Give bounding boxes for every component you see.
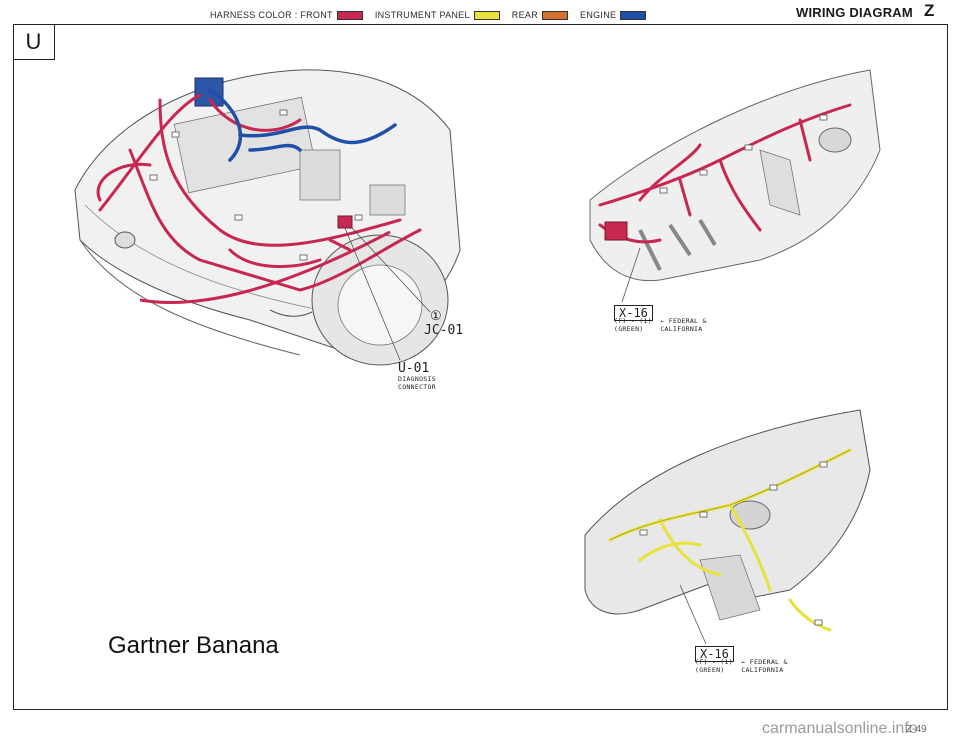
watermark-text: carmanualsonline.info — [762, 720, 918, 737]
callout-u-desc-2: CONNECTOR — [398, 383, 436, 391]
legend-swatch-engine — [620, 10, 647, 20]
dash-lower-illustration — [584, 409, 871, 645]
dash-upper-illustration — [589, 69, 881, 303]
harness-color-legend: HARNESS COLOR : FRONT INSTRUMENT PANEL R… — [210, 8, 658, 22]
page-number: Z-49 — [906, 724, 927, 735]
diagram-frame — [13, 24, 948, 710]
dash-upper-row2: (GREEN) CALIFORNIA — [614, 325, 703, 333]
dash-lower-row2: (GREEN) CALIFORNIA — [695, 666, 784, 674]
section-letter: Z — [924, 1, 935, 20]
dash-lower-connector-box: X-16 — [695, 646, 734, 662]
section-box: U — [13, 24, 55, 60]
dash-lower-connector: X-16 — [695, 643, 734, 662]
dash-upper-connector: X-16 — [614, 302, 653, 321]
dash-upper-connector-box: X-16 — [614, 305, 653, 321]
dash-upper-row1: (F) - (1) ← FEDERAL & — [614, 317, 707, 325]
engine-bay-illustration — [74, 69, 461, 366]
legend-label-rear: REAR — [511, 10, 539, 20]
dash-lower-row1: (F) - (1) ← FEDERAL & — [695, 658, 788, 666]
legend-label-engine: ENGINE — [580, 10, 617, 20]
legend-swatch-rear — [542, 10, 569, 20]
callout-u-01: U-01 — [398, 361, 430, 376]
legend-swatch-front — [336, 10, 363, 20]
caption-text: Gartner Banana — [108, 632, 279, 659]
page-title: WIRING DIAGRAM — [796, 5, 913, 20]
legend-label-instrument-panel: INSTRUMENT PANEL — [374, 10, 470, 20]
callout-jc-number: ① — [430, 309, 442, 324]
callout-u-desc-1: DIAGNOSIS — [398, 375, 436, 383]
legend-swatch-instrument-panel — [473, 10, 500, 20]
legend-label: HARNESS COLOR : FRONT — [210, 10, 333, 20]
callout-jc-01: JC-01 — [424, 323, 464, 338]
